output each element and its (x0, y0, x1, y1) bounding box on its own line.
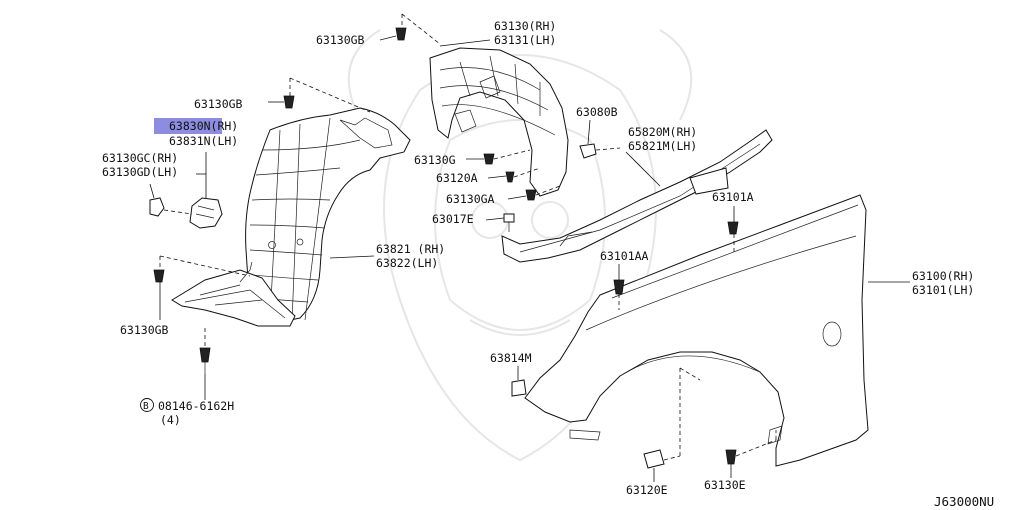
label-63101-lh[interactable]: 63101(LH) (912, 283, 974, 297)
part-labels: 63130GB 63130(RH) 63131(LH) 63130GB 6383… (102, 19, 994, 509)
label-63101aa[interactable]: 63101AA (600, 249, 649, 263)
label-63831n-lh[interactable]: 63831N(LH) (169, 134, 238, 148)
label-63130gb-mid[interactable]: 63130GB (194, 97, 243, 111)
label-63822-lh[interactable]: 63822(LH) (376, 256, 438, 270)
mounting-guide-lines (159, 13, 777, 461)
clip-63130gc[interactable] (149, 183, 165, 217)
label-63130ga[interactable]: 63130GA (446, 192, 495, 206)
label-63101a[interactable]: 63101A (712, 190, 754, 204)
bolt-63101a[interactable] (727, 206, 739, 235)
label-63130gb-low[interactable]: 63130GB (120, 323, 169, 337)
leader-lines (196, 39, 491, 259)
label-63130gc-rh[interactable]: 63130GC(RH) (102, 151, 178, 165)
clip-63130gb-low[interactable] (153, 269, 165, 320)
label-63830n-rh[interactable]: 63830N(RH) (169, 119, 238, 133)
clip-63017e[interactable] (485, 213, 515, 232)
label-65820m-rh[interactable]: 65820M(RH) (628, 125, 697, 139)
label-63130g[interactable]: 63130G (414, 153, 456, 167)
bolt-63101aa[interactable] (613, 264, 625, 295)
bolt-circle-marker (140, 398, 154, 412)
label-65821m-lh[interactable]: 65821M(LH) (628, 139, 697, 153)
label-63130-rh[interactable]: 63130(RH) (494, 19, 556, 33)
front-fender-protector[interactable] (171, 107, 411, 327)
label-63100-rh[interactable]: 63100(RH) (912, 269, 974, 283)
clip-63120e[interactable] (643, 449, 665, 482)
fender-seal[interactable] (501, 129, 773, 263)
label-63130gb-top[interactable]: 63130GB (316, 33, 365, 47)
clip-63130g[interactable] (466, 153, 495, 165)
label-63130e[interactable]: 63130E (704, 478, 746, 492)
label-63130gd-lh[interactable]: 63130GD(LH) (102, 165, 178, 179)
label-bolt-qty: (4) (160, 413, 181, 427)
label-63080b[interactable]: 63080B (576, 105, 618, 119)
label-63120e[interactable]: 63120E (626, 483, 668, 497)
clip-63130gb-top[interactable] (379, 27, 407, 41)
front-fender[interactable] (524, 194, 910, 467)
label-63120a[interactable]: 63120A (436, 171, 478, 185)
clip-63130ga[interactable] (507, 189, 537, 201)
label-63017e[interactable]: 63017E (432, 212, 474, 226)
bracket-63830n[interactable] (189, 152, 223, 229)
bolt-08146-6162h[interactable] (199, 347, 211, 400)
screw-63120a[interactable] (487, 171, 515, 183)
clip-63814m[interactable] (511, 366, 527, 397)
rear-fender-protector[interactable] (429, 47, 569, 197)
diagram-code: J63000NU (934, 494, 994, 509)
screw-63130e[interactable] (725, 449, 737, 478)
label-08146-6162h[interactable]: 08146-6162H (158, 399, 234, 413)
bolt-circle-letter: B (143, 401, 149, 412)
label-highlight (154, 118, 222, 134)
clip-63130gb-mid[interactable] (268, 95, 295, 109)
clip-63080b[interactable] (579, 119, 597, 159)
label-63814m[interactable]: 63814M (490, 351, 532, 365)
label-63821-rh[interactable]: 63821 (RH) (376, 242, 445, 256)
label-63131-lh[interactable]: 63131(LH) (494, 33, 556, 47)
